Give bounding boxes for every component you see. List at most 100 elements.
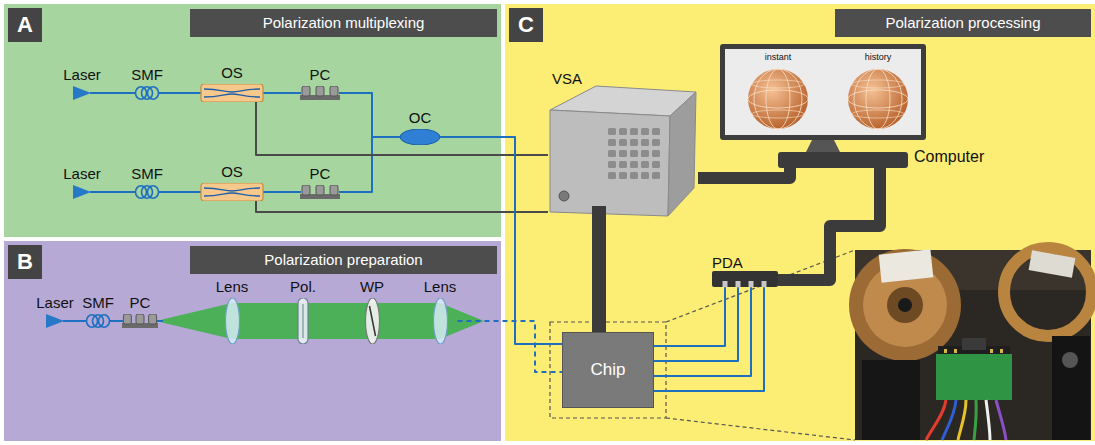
wire <box>974 400 976 440</box>
panel-letter: A <box>17 12 33 37</box>
pin <box>990 349 993 353</box>
pin <box>944 349 947 353</box>
component-icon <box>215 298 250 344</box>
text-holder: Computer <box>914 148 984 166</box>
sphere-grid <box>752 110 804 118</box>
laser-symbol <box>73 86 91 100</box>
text-holder: Polarization processing <box>835 9 1091 37</box>
waveplate-disc <box>365 298 379 344</box>
component-icon <box>299 185 341 199</box>
optical-fiber <box>164 92 200 94</box>
controller-paddle <box>136 314 144 324</box>
text-holder: OC <box>399 109 441 126</box>
fiber-stub <box>299 92 301 94</box>
switch-body <box>201 183 263 201</box>
sphere-grid <box>752 80 804 88</box>
component-label: SMF <box>82 294 114 311</box>
sphere-grid <box>848 90 908 108</box>
instrument-key <box>619 150 627 157</box>
panel-letter: C <box>518 12 534 37</box>
detector-label: PDA <box>712 254 743 271</box>
laser-symbol <box>73 185 91 199</box>
instrument-key <box>608 161 616 168</box>
text-holder: Laser <box>35 294 75 311</box>
component-label: OS <box>221 163 243 180</box>
controller-paddle <box>316 86 324 96</box>
screen-label: history <box>865 52 892 62</box>
text-holder: Laser <box>62 66 102 83</box>
tape <box>1029 250 1076 277</box>
component-label: OS <box>221 64 243 81</box>
panel: APolarization multiplexingLaserSMFOSPCLa… <box>4 4 501 237</box>
laser-source: Laser <box>62 165 102 199</box>
lens-shape <box>225 298 239 344</box>
brass-mount <box>849 249 961 361</box>
chip-die <box>962 338 986 350</box>
sphere-grid <box>866 69 890 129</box>
component-icon <box>81 314 115 328</box>
screen-label: instant <box>765 52 792 62</box>
controller-paddle <box>330 185 338 195</box>
instrument-key <box>619 172 627 179</box>
photodetector-array: PDA <box>712 254 778 287</box>
optical-fiber <box>654 287 764 391</box>
instrument-label: VSA <box>552 70 582 87</box>
panel-ground <box>505 4 1095 441</box>
fiber-coil-loop <box>148 87 159 99</box>
component-label: SMF <box>131 66 163 83</box>
fiber-coil: SMF <box>81 294 115 328</box>
stage-screw <box>1062 352 1078 368</box>
component-label: OC <box>409 109 432 126</box>
text-holder: SMF <box>130 66 164 83</box>
optical-fiber <box>654 287 738 361</box>
detector-pin <box>723 281 728 287</box>
fiber-stub <box>121 320 123 322</box>
instrument-key <box>630 150 638 157</box>
text-holder: OS <box>200 64 264 81</box>
detector-pin <box>749 281 754 287</box>
text-holder: Lens <box>215 278 250 295</box>
sphere-grid <box>748 90 808 108</box>
component-label: Lens <box>424 278 457 295</box>
wire <box>942 400 956 440</box>
coupler-fiber <box>204 94 260 97</box>
fiber-stub <box>339 92 341 94</box>
instrument-key <box>630 172 638 179</box>
lens: Lens <box>423 278 458 344</box>
instrument-side <box>668 92 696 216</box>
coupler-fiber <box>204 89 260 92</box>
signal-line <box>256 201 548 212</box>
wire <box>996 400 1006 440</box>
computer-label: Computer <box>914 148 984 166</box>
monitor-base <box>778 152 908 168</box>
stage-block <box>1052 336 1090 440</box>
fiber-coil: SMF <box>130 165 164 199</box>
text-holder: Laser <box>62 165 102 182</box>
panel: C Polarization processingVSA instant histor… <box>505 4 1095 441</box>
text-holder: Pol. <box>289 278 317 295</box>
instrument-port <box>559 191 569 201</box>
instrument-key <box>641 150 649 157</box>
polarization-controller: PC <box>299 165 341 199</box>
zoom-leader <box>666 418 855 440</box>
text-holder: PC <box>299 165 341 182</box>
fiber-coil-loop <box>99 315 110 327</box>
coupler-body <box>400 129 440 145</box>
text-holder: VSA <box>548 70 698 87</box>
component-icon <box>121 314 159 328</box>
component-icon <box>200 183 264 201</box>
instrument-key <box>619 161 627 168</box>
instrument-key <box>630 128 638 135</box>
coupler-fiber <box>204 188 260 191</box>
fiber-stub <box>90 92 102 94</box>
text-holder: C <box>509 8 543 42</box>
detector-bar <box>712 271 778 287</box>
optical-fiber <box>102 191 130 193</box>
controller-paddle <box>316 185 324 195</box>
text-holder: PC <box>299 66 341 83</box>
component-icon <box>130 86 164 100</box>
panel-ground <box>4 241 501 441</box>
optical-fiber <box>341 137 399 192</box>
